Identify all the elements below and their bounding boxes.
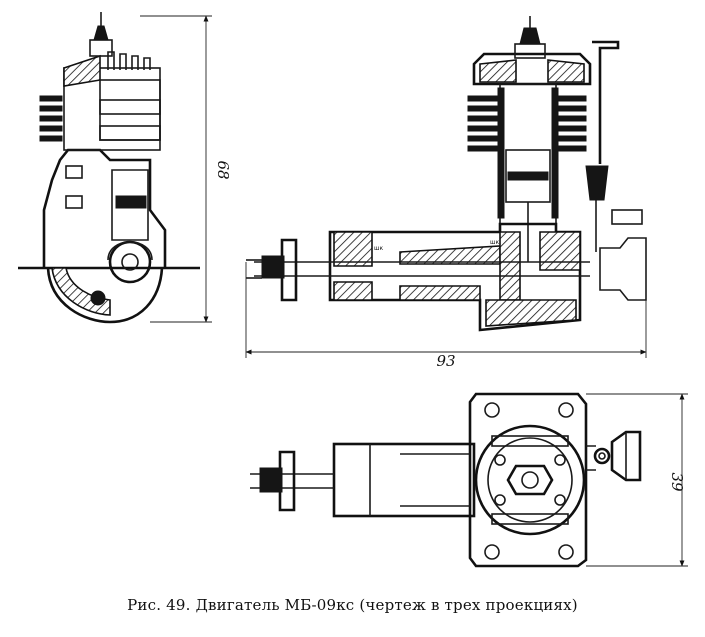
cooling-fins-left	[39, 95, 63, 142]
cooling-fins-top	[107, 51, 151, 70]
part-label-1: шк	[374, 245, 383, 252]
side-view: 68	[18, 12, 232, 324]
top-width-dimension: 39	[668, 472, 686, 492]
cooling-fins-front-right	[555, 95, 587, 152]
cooling-fins-front-left	[467, 95, 499, 152]
side-height-dimension: 68	[214, 160, 232, 179]
front-view: шк шк 93	[245, 16, 647, 370]
figure-caption: Рис. 49. Двигатель МБ-09кс (чертеж в тре…	[127, 596, 578, 614]
front-length-dimension: 93	[436, 352, 455, 370]
part-label-2: шк	[490, 239, 499, 246]
top-view: 39	[250, 392, 688, 568]
